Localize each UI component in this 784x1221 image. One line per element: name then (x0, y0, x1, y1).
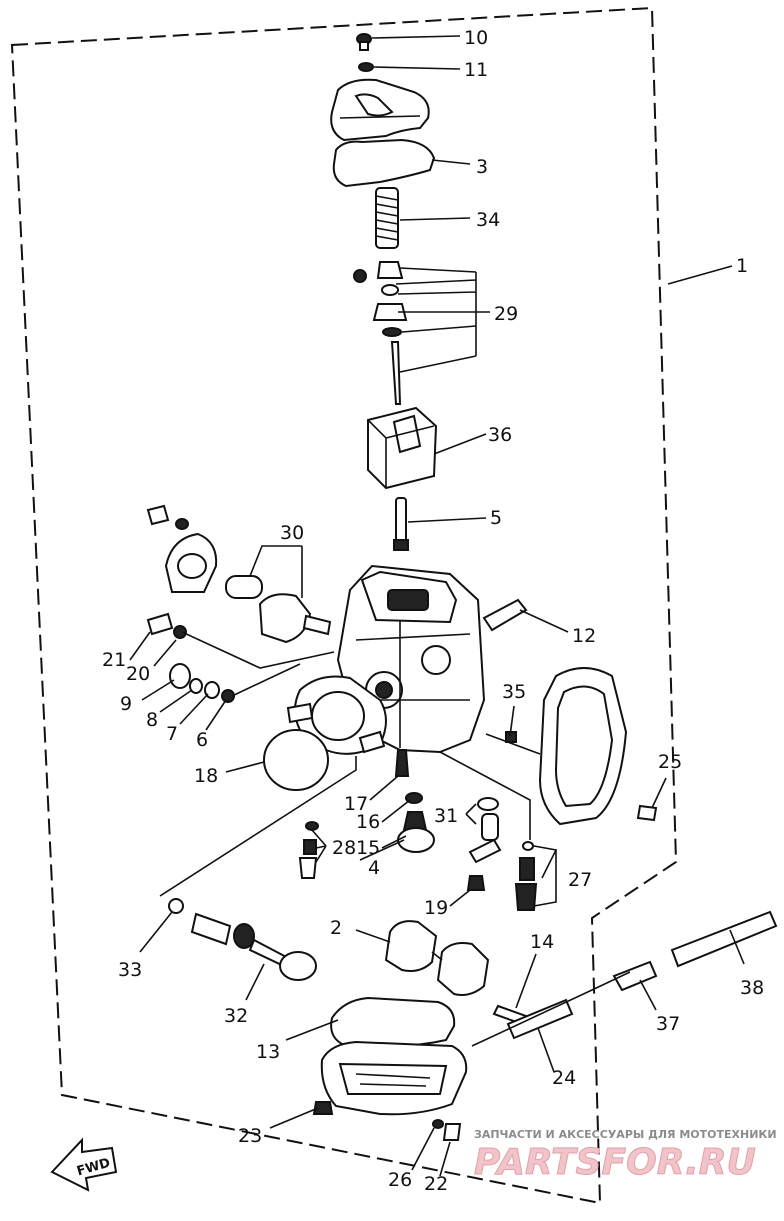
cap-screw-10 (356, 33, 372, 51)
screw-21 (146, 612, 174, 636)
label-6: 6 (196, 729, 208, 751)
label-4: 4 (368, 857, 380, 879)
float-2 (384, 920, 490, 996)
leader-lines (129, 35, 745, 1177)
adjust-screw-27 (514, 841, 538, 911)
idle-screw-28 (298, 821, 319, 879)
screw-top-left (146, 504, 189, 530)
label-36: 36 (488, 424, 512, 446)
label-21: 21 (102, 649, 126, 671)
label-31: 31 (434, 805, 458, 827)
o-ring-33 (168, 898, 184, 914)
label-24: 24 (552, 1067, 576, 1089)
label-5: 5 (490, 507, 502, 529)
spring-34 (375, 187, 399, 249)
label-25: 25 (658, 751, 682, 773)
diaphragm-cover (164, 532, 218, 593)
label-1: 1 (736, 255, 748, 277)
label-32: 32 (224, 1005, 248, 1027)
needle-jet-5 (393, 497, 409, 551)
fwd-arrow: FWD (50, 1137, 118, 1192)
tube-24 (506, 998, 574, 1040)
label-8: 8 (146, 709, 158, 731)
label-2: 2 (330, 917, 342, 939)
watermark-caption: ЗАПЧАСТИ И АКСЕССУАРЫ ДЛЯ МОТОТЕХНИКИ (474, 1128, 777, 1141)
throttle-valve-36 (367, 406, 438, 490)
label-14: 14 (530, 931, 554, 953)
float-bowl-gasket-13 (330, 996, 456, 1048)
part-number-labels: 10 11 3 34 1 29 36 5 30 12 21 20 9 8 7 6… (102, 27, 764, 1195)
washer-11 (358, 62, 374, 72)
label-29: 29 (494, 303, 518, 325)
label-13: 13 (256, 1041, 280, 1063)
air-intake-flange (286, 675, 387, 755)
assembly-frame (10, 6, 678, 1205)
label-17: 17 (344, 793, 368, 815)
top-cover-3 (330, 78, 430, 142)
hose-38 (670, 910, 778, 968)
label-34: 34 (476, 209, 500, 231)
label-37: 37 (656, 1013, 680, 1035)
watermark-logo-part2: FOR.RU (602, 1142, 756, 1183)
jet-needle-set-29 (353, 261, 408, 405)
label-33: 33 (118, 959, 142, 981)
label-18: 18 (194, 765, 218, 787)
label-20: 20 (126, 663, 150, 685)
label-27: 27 (568, 869, 592, 891)
plug-22 (442, 1123, 462, 1141)
label-26: 26 (388, 1169, 412, 1191)
screw-25 (636, 804, 658, 822)
label-16: 16 (356, 811, 380, 833)
screw-19 (466, 875, 486, 891)
label-23: 23 (238, 1125, 262, 1147)
starter-plunger-32 (190, 912, 317, 981)
label-3: 3 (476, 156, 488, 178)
watermark-logo: PARTSFOR.RU (474, 1142, 756, 1183)
label-10: 10 (464, 27, 488, 49)
float-bowl (320, 1040, 468, 1116)
label-11: 11 (464, 59, 488, 81)
float-pin-assy-31 (468, 797, 502, 864)
watermark-logo-part1: PARTS (474, 1142, 602, 1183)
pilot-screw-set (169, 663, 235, 703)
label-7: 7 (166, 723, 178, 745)
air-filter-element-18 (263, 729, 329, 791)
label-19: 19 (424, 897, 448, 919)
connector-37 (612, 960, 658, 992)
label-35: 35 (502, 681, 526, 703)
top-gasket-3 (332, 138, 436, 188)
label-38: 38 (740, 977, 764, 999)
pipe-12 (482, 598, 528, 632)
main-jet-17 (394, 749, 410, 777)
label-30: 30 (280, 522, 304, 544)
cover-gasket-right (538, 667, 628, 826)
label-12: 12 (572, 625, 596, 647)
label-9: 9 (120, 693, 132, 715)
washer-20 (173, 625, 187, 639)
watermark: ЗАПЧАСТИ И АКСЕССУАРЫ ДЛЯ МОТОТЕХНИКИ PA… (474, 1128, 777, 1184)
washer-26 (432, 1119, 444, 1129)
diaphragm-set-30 (225, 575, 332, 644)
label-22: 22 (424, 1173, 448, 1195)
label-15: 15 (356, 837, 380, 859)
label-28: 28 (332, 837, 356, 859)
